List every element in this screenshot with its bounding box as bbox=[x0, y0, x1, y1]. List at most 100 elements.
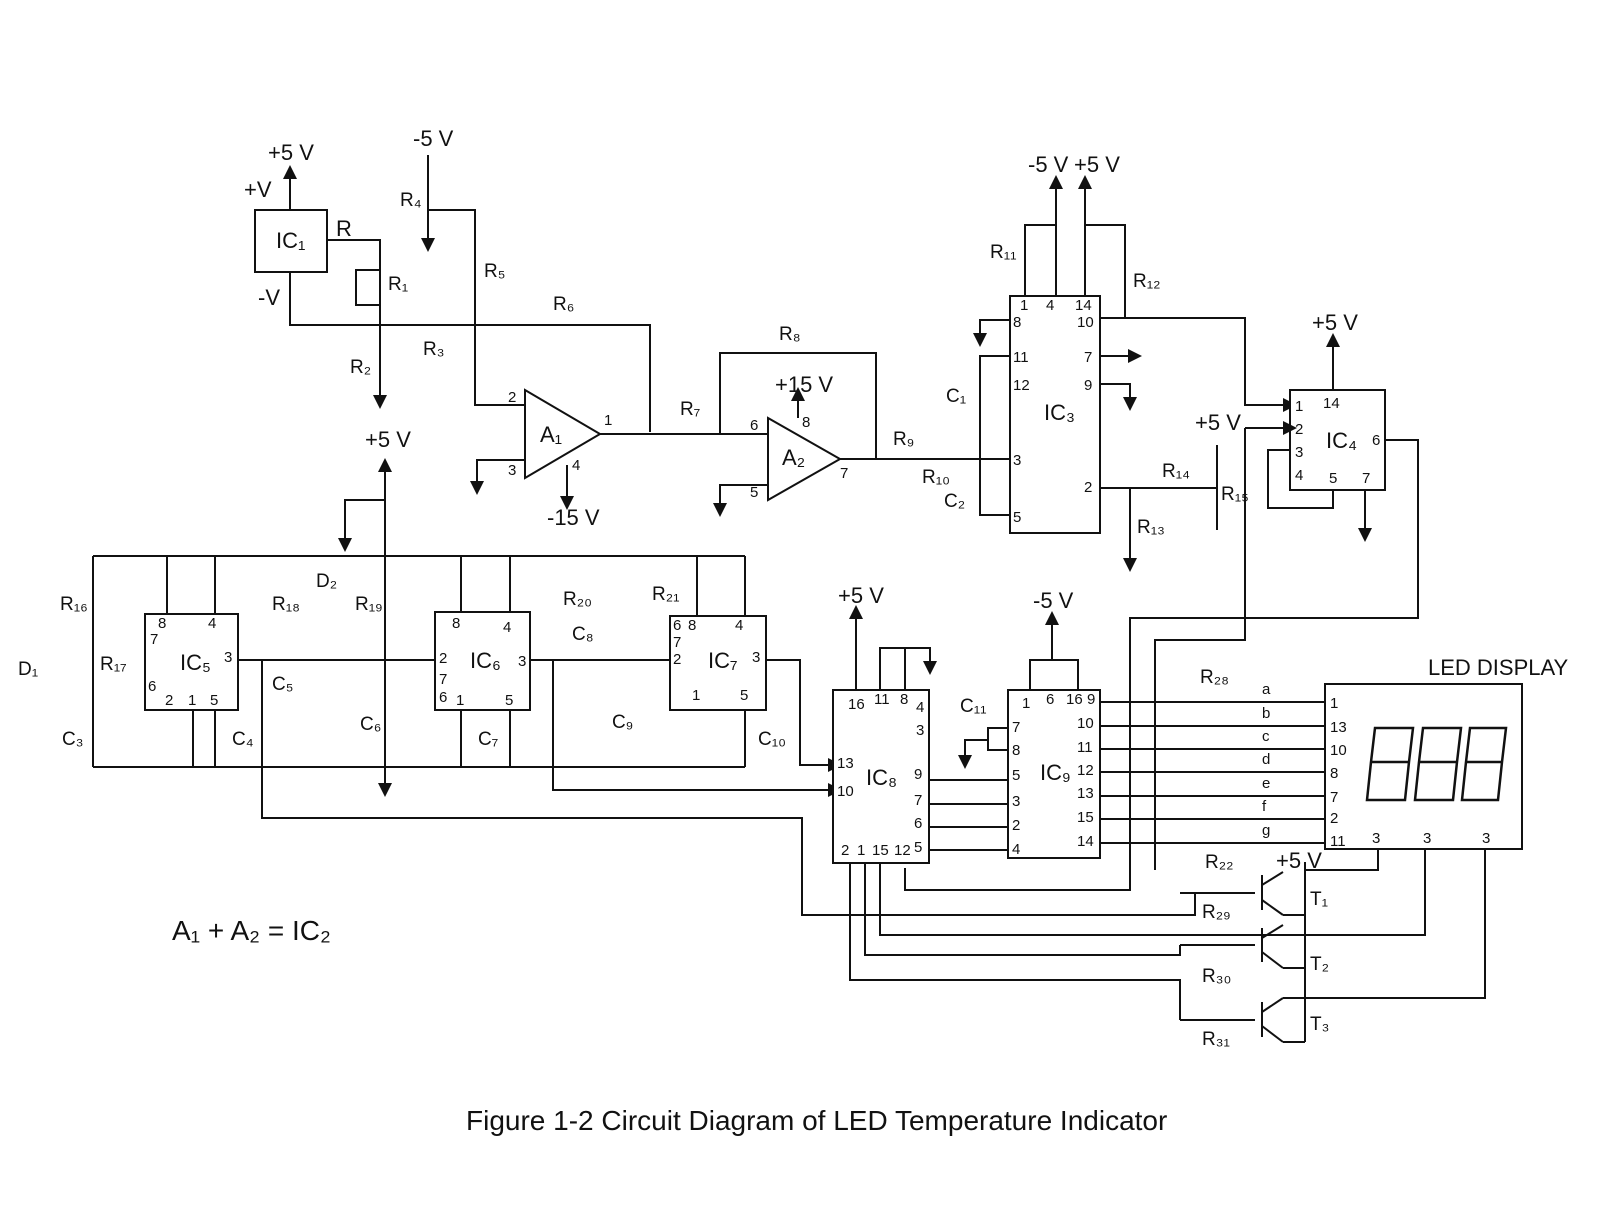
pin-label: 8 bbox=[802, 414, 810, 431]
transistor-drivers: +5 V T₁ R₂₉ T₂ R₃₀ T₃ R₃₁ bbox=[1180, 848, 1486, 1050]
pin-label: 6 bbox=[1372, 432, 1380, 449]
r11-label: R₁₁ bbox=[990, 242, 1017, 263]
ic9-box bbox=[1007, 689, 1101, 859]
segment-label: e bbox=[1262, 775, 1270, 792]
pin-label: 9 bbox=[1084, 377, 1092, 394]
r17-label: R₁₇ bbox=[100, 654, 127, 675]
pin-label: 2 bbox=[1084, 479, 1092, 496]
pin-label: 8 bbox=[158, 615, 166, 632]
led-display-block: LED DISPLAY 1 13 10 8 7 2 11 3 3 3 a b c… bbox=[1100, 655, 1569, 873]
pin-label: 6 bbox=[673, 617, 681, 634]
pin-label: 6 bbox=[148, 678, 156, 695]
pin-label: 11 bbox=[1013, 349, 1029, 366]
led-display-title: LED DISPLAY bbox=[1428, 655, 1569, 680]
supply-label: +5 V bbox=[1074, 152, 1120, 177]
r14-label: R₁₄ bbox=[1162, 461, 1190, 482]
ic4-box bbox=[1289, 389, 1386, 491]
supply-label: -5 V bbox=[1028, 152, 1069, 177]
c11-label: C₁₁ bbox=[960, 696, 987, 717]
pin-label: 3 bbox=[1013, 452, 1021, 469]
supply-label: +5 V bbox=[838, 583, 884, 608]
ic4-label: IC₄ bbox=[1326, 428, 1357, 453]
pin-label: 7 bbox=[914, 792, 922, 809]
pin-label: 1 bbox=[604, 412, 612, 429]
pin-label: 16 bbox=[1066, 691, 1083, 708]
pin-label: 7 bbox=[439, 671, 447, 688]
pin-label: 5 bbox=[1013, 509, 1021, 526]
pin-label: 1 bbox=[1295, 398, 1303, 415]
ic1-label: IC₁ bbox=[276, 228, 305, 253]
pin-label: 1 bbox=[456, 692, 464, 709]
c6-label: C₆ bbox=[360, 714, 381, 735]
c1-label: C₁ bbox=[946, 386, 966, 407]
r13-label: R₁₃ bbox=[1137, 517, 1165, 538]
pin-label: 14 bbox=[1323, 395, 1340, 412]
pin-label: 7 bbox=[840, 465, 848, 482]
pin-label: 1 bbox=[692, 687, 700, 704]
segment-label: g bbox=[1262, 822, 1270, 839]
equation-label: A₁ + A₂ = IC₂ bbox=[172, 915, 331, 946]
supply-label: -15 V bbox=[547, 505, 600, 530]
pin-label: 12 bbox=[894, 842, 911, 859]
r19-label: R₁₉ bbox=[355, 594, 383, 615]
opamp-a2-triangle bbox=[767, 416, 843, 502]
segment-label: a bbox=[1262, 681, 1271, 698]
pin-label: 2 bbox=[1330, 810, 1338, 827]
ic6-label: IC₆ bbox=[470, 648, 501, 673]
supply-label: +15 V bbox=[775, 372, 833, 397]
pin-label: 2 bbox=[841, 842, 849, 859]
r1-label: R₁ bbox=[388, 274, 408, 295]
pin-label: 7 bbox=[1084, 349, 1092, 366]
pin-label: 13 bbox=[837, 755, 854, 772]
pin-label: 4 bbox=[1046, 297, 1054, 314]
r6-label: R₆ bbox=[553, 294, 574, 315]
r18-label: R₁₈ bbox=[272, 594, 300, 615]
supply-label: +5 V bbox=[1276, 848, 1322, 873]
c8-label: C₈ bbox=[572, 624, 594, 645]
pin-label: 8 bbox=[452, 615, 460, 632]
pin-label: 1 bbox=[1020, 297, 1028, 314]
r21-label: R₂₁ bbox=[652, 584, 680, 605]
pin-label: 2 bbox=[1295, 421, 1303, 438]
ic7-label: IC₇ bbox=[708, 648, 738, 673]
pin-label: 3 bbox=[224, 649, 232, 666]
opamp-a1-triangle bbox=[524, 388, 602, 480]
pin-label: 8 bbox=[1330, 765, 1338, 782]
pin-label: 12 bbox=[1013, 377, 1030, 394]
pin-label: 10 bbox=[1077, 314, 1094, 331]
r2-label: R₂ bbox=[350, 357, 371, 378]
ic6-box bbox=[434, 611, 531, 711]
r8-label: R₈ bbox=[779, 324, 801, 345]
supply-label: +5 V bbox=[1312, 310, 1358, 335]
pin-label: 2 bbox=[165, 692, 173, 709]
supply-label: +5 V bbox=[365, 427, 411, 452]
c4-label: C₄ bbox=[232, 729, 254, 750]
pin-label: 5 bbox=[505, 692, 513, 709]
seven-segment-digits bbox=[1365, 726, 1508, 802]
pin-label: 7 bbox=[1362, 470, 1370, 487]
pin-label: 15 bbox=[1077, 809, 1094, 826]
ic8-box bbox=[832, 689, 930, 864]
pin-label: 2 bbox=[439, 650, 447, 667]
pin-label: 8 bbox=[688, 617, 696, 634]
r4-label: R₄ bbox=[400, 190, 422, 211]
pin-label: 2 bbox=[1012, 817, 1020, 834]
pin-label: 1 bbox=[188, 692, 196, 709]
t2-label: T₂ bbox=[1310, 954, 1329, 975]
led-display-box bbox=[1324, 683, 1523, 850]
supply-label: -5 V bbox=[413, 126, 454, 151]
pin-label: 7 bbox=[1012, 719, 1020, 736]
pin-label: 1 bbox=[1330, 695, 1338, 712]
pin-label: 8 bbox=[1012, 742, 1020, 759]
r5-label: R₅ bbox=[484, 261, 505, 282]
ic9-label: IC₉ bbox=[1040, 760, 1071, 785]
ic3-box bbox=[1009, 295, 1101, 534]
pin-label: 7 bbox=[1330, 789, 1338, 806]
pin-label: 9 bbox=[1087, 691, 1095, 708]
ic5-label: IC₅ bbox=[180, 650, 211, 675]
c3-label: C₃ bbox=[62, 729, 83, 750]
pin-label: 7 bbox=[150, 631, 158, 648]
pin-label: 3 bbox=[916, 722, 924, 739]
timer-chain: +5 V IC₅ 8 4 7 6 3 2 1 5 R₁₆ R₁₇ D₁ C₃ C… bbox=[18, 427, 1196, 916]
